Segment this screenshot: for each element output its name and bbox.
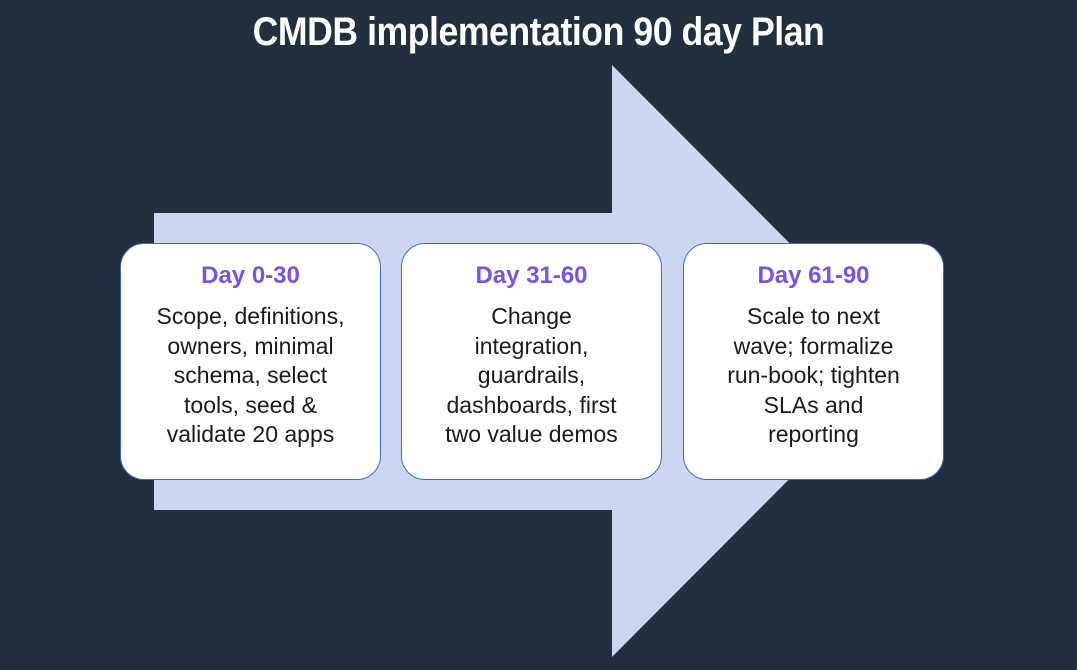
phase-card-day-61-90: Day 61-90 Scale to next wave; formalize … bbox=[683, 243, 944, 480]
phase-card-heading: Day 61-90 bbox=[757, 262, 870, 289]
phase-card-body: Scope, definitions, owners, minimal sche… bbox=[156, 303, 345, 447]
phase-card-heading: Day 31-60 bbox=[475, 262, 588, 289]
phase-card-body: Scale to next wave; formalize run-book; … bbox=[727, 303, 900, 447]
phase-card-day-31-60: Day 31-60 Change integration, guardrails… bbox=[401, 243, 662, 480]
page-title: CMDB implementation 90 day Plan bbox=[252, 10, 825, 54]
phase-card-body: Change integration, guardrails, dashboar… bbox=[445, 303, 618, 447]
phase-card-heading: Day 0-30 bbox=[201, 262, 300, 289]
phase-card-day-0-30: Day 0-30 Scope, definitions, owners, min… bbox=[120, 243, 381, 480]
